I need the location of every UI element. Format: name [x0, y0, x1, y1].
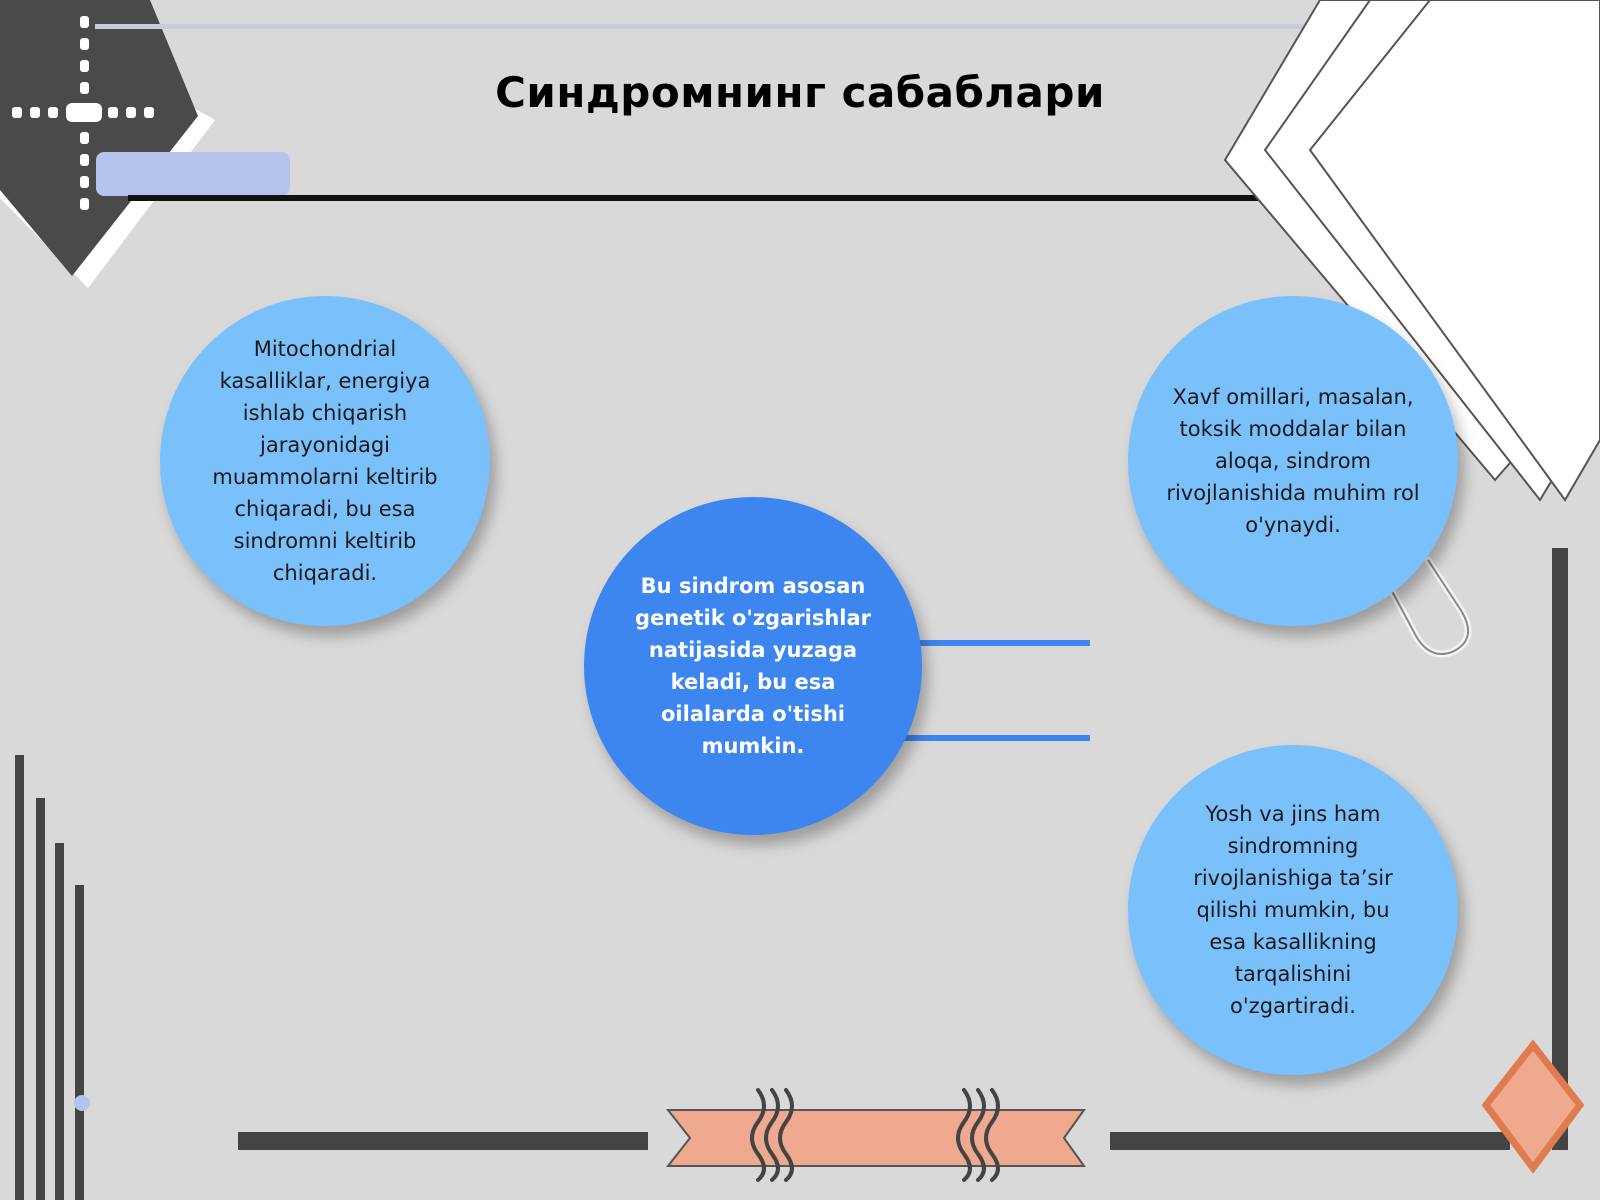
cause-node-mitochondrial: Mitochondrial kasalliklar, energiya ishl… — [160, 296, 490, 626]
cause-node-age-gender: Yosh va jins ham sindromning rivojlanish… — [1128, 745, 1458, 1075]
ribbon-decoration — [665, 1109, 1086, 1167]
center-node-text: Bu sindrom asosan genetik o'zgarishlar n… — [635, 574, 871, 758]
diamond-decoration — [1481, 1039, 1585, 1174]
top-accent-line — [95, 24, 1505, 29]
dot-decoration — [74, 1095, 90, 1111]
center-node-genetic: Bu sindrom asosan genetik o'zgarishlar n… — [584, 497, 922, 835]
squiggle-decoration — [750, 1088, 1000, 1182]
top-left-dark-triangle — [0, 0, 198, 276]
paper-stack-decoration — [1223, 0, 1600, 502]
bottom-right-bar — [1110, 1132, 1510, 1150]
slide-title: Синдромнинг сабаблари — [495, 68, 1105, 117]
cause-node-risk-factors: Xavf omillari, masalan, toksik moddalar … — [1128, 296, 1458, 626]
bottom-left-bar — [238, 1132, 648, 1150]
dotted-cross-decoration — [12, 16, 154, 210]
node-text: Mitochondrial kasalliklar, energiya ishl… — [212, 337, 438, 585]
right-vertical-bar — [1552, 548, 1568, 1150]
node-text: Xavf omillari, masalan, toksik moddalar … — [1166, 385, 1420, 537]
title-underline — [128, 195, 1473, 201]
accent-bar — [96, 152, 290, 196]
left-vertical-bars — [15, 755, 84, 1200]
node-text: Yosh va jins ham sindromning rivojlanish… — [1193, 802, 1393, 1018]
